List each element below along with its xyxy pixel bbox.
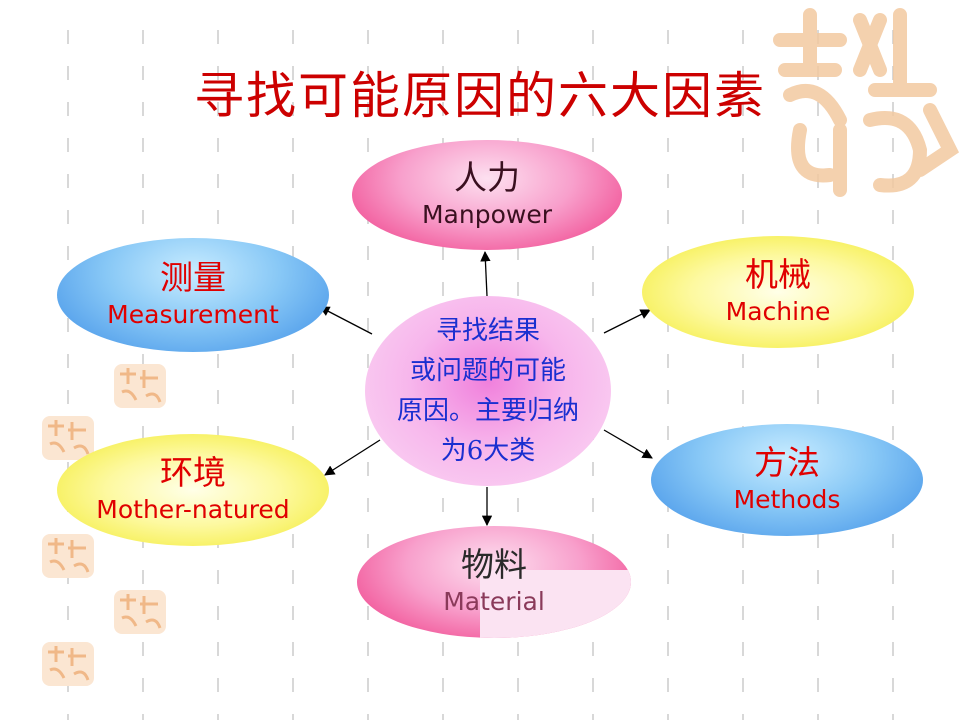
page-title: 寻找可能原因的六大因素 [194, 67, 766, 125]
center-node: 寻找结果 或问题的可能 原因。主要归纳 为6大类 [365, 296, 611, 486]
factor-material-en: Material [443, 587, 545, 616]
factor-environment: 环境 Mother-natured [57, 434, 329, 546]
seal-stamp-icon [773, 8, 960, 197]
seal-stamp-icon [42, 416, 94, 460]
factor-machine: 机械 Machine [642, 236, 914, 348]
center-line: 寻找结果 [435, 316, 540, 346]
center-line: 为6大类 [440, 436, 536, 466]
center-line: 原因。主要归纳 [396, 396, 579, 426]
material-overlay [480, 570, 631, 638]
arrow-icon [603, 309, 651, 334]
arrow-icon [324, 439, 381, 476]
factor-measurement-en: Measurement [107, 300, 279, 329]
seal-stamp-icon [42, 534, 94, 578]
factor-methods: 方法 Methods [651, 424, 923, 536]
factor-methods-cn: 方法 [754, 443, 820, 482]
factor-manpower: 人力 Manpower [352, 140, 622, 250]
seal-stamp-icon [114, 364, 166, 408]
factor-environment-cn: 环境 [160, 453, 226, 492]
center-text: 寻找结果 或问题的可能 原因。主要归纳 为6大类 [373, 311, 603, 471]
factor-measurement: 测量 Measurement [57, 238, 329, 352]
factor-material: 物料 Material [357, 526, 631, 638]
arrow-icon [480, 250, 491, 297]
arrow-icon [319, 306, 373, 335]
factor-material-cn: 物料 [461, 545, 527, 584]
factor-measurement-cn: 测量 [160, 258, 226, 297]
arrow-icon [603, 429, 653, 459]
factor-methods-en: Methods [733, 485, 841, 514]
factor-machine-en: Machine [725, 297, 831, 326]
center-line: 或问题的可能 [409, 356, 566, 386]
seal-stamp-icon [42, 642, 94, 686]
factor-machine-cn: 机械 [745, 255, 811, 294]
seal-stamp-icon [114, 590, 166, 634]
factor-manpower-en: Manpower [421, 200, 552, 229]
factor-manpower-cn: 人力 [454, 158, 520, 197]
factor-environment-en: Mother-natured [96, 495, 290, 524]
